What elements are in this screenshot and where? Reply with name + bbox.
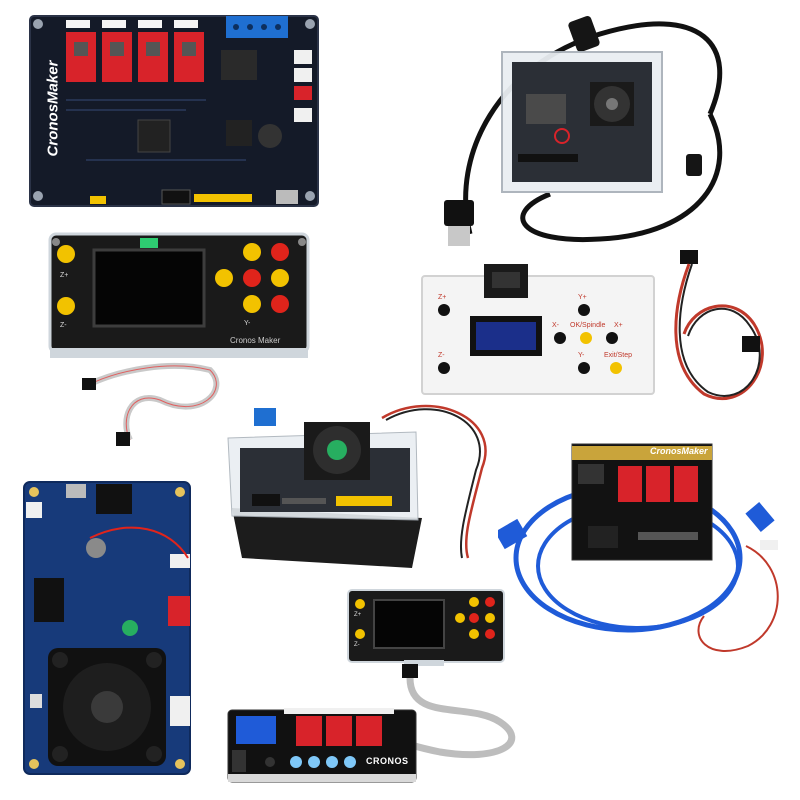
pendant-label-z-plus: Z+ bbox=[60, 272, 69, 279]
usb-plug-icon bbox=[498, 502, 775, 550]
small-pendant-label-z-plus: Z+ bbox=[354, 612, 362, 618]
usb-plug-icon bbox=[444, 200, 474, 246]
controller-label-ok-spindle: OK/Spindle bbox=[570, 322, 606, 329]
stepper-driver-icon bbox=[66, 32, 204, 82]
controller-label-x-minus: X- bbox=[552, 322, 559, 329]
pendant-small: Z+ Z- bbox=[344, 586, 508, 668]
board-brand-text-small: CronosMaker bbox=[650, 446, 708, 456]
wire-harness bbox=[654, 244, 784, 414]
pendant-large: Z+ Z- Y- Cronos Maker bbox=[44, 228, 314, 364]
controller-label-z-plus: Z+ bbox=[438, 294, 447, 301]
controller-label-x-plus: X+ bbox=[614, 322, 623, 329]
nano-board: CRONOS bbox=[224, 700, 420, 786]
center-fan-board bbox=[212, 398, 502, 574]
board-with-usb-cable: CronosMaker bbox=[498, 436, 794, 666]
nano-board-logo: CRONOS bbox=[366, 756, 409, 766]
blue-laser-board bbox=[20, 478, 194, 778]
pendant-label-y-minus: Y- bbox=[244, 320, 251, 327]
controller-label-y-plus: Y+ bbox=[578, 294, 587, 301]
fan-icon bbox=[48, 648, 166, 766]
cronos-main-board: CronosMaker bbox=[26, 10, 322, 210]
lcd-screen-icon bbox=[373, 599, 445, 649]
acrylic-case-controller bbox=[440, 4, 760, 254]
ribbon-cable-icon bbox=[80, 360, 230, 450]
stepper-driver-icon bbox=[296, 716, 382, 746]
controller-label-exit-step: Exit/Step bbox=[604, 352, 633, 359]
pendant-footer-text: Cronos Maker bbox=[230, 336, 281, 345]
controller-label-z-minus: Z- bbox=[438, 352, 445, 359]
ribbon-cable-icon bbox=[380, 662, 530, 782]
offline-controller-box: Z+ Z- Y+ X- OK/Spindle X+ Y- Exit/Step bbox=[418, 262, 658, 398]
controller-label-y-minus: Y- bbox=[578, 352, 585, 359]
stepper-driver-icon bbox=[618, 466, 698, 502]
pendant-label-z-minus: Z- bbox=[60, 322, 67, 329]
board-brand-text: CronosMaker bbox=[44, 60, 62, 157]
fan-icon bbox=[590, 82, 634, 126]
small-pendant-label-z-minus: Z- bbox=[354, 642, 360, 648]
fan-icon bbox=[304, 422, 370, 480]
lcd-screen-icon bbox=[92, 248, 206, 328]
lcd-screen-icon bbox=[470, 316, 542, 356]
